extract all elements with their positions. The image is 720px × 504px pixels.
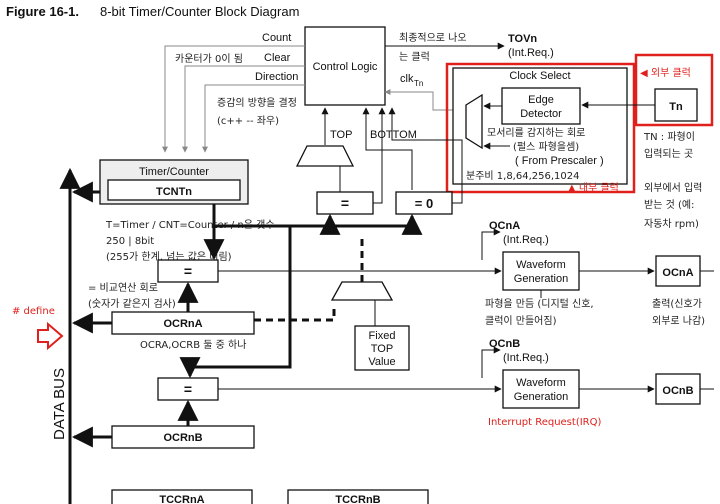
ext-note-3: 자동차 rpm) xyxy=(644,218,699,230)
clk-label: clk xyxy=(400,73,414,85)
external-clock-note: ◀ 외부 클럭 xyxy=(640,67,691,79)
ext-note-2: 받는 것 (예: xyxy=(644,199,694,211)
tn-highlight xyxy=(634,53,714,127)
prescaler-label: ( From Prescaler ) xyxy=(515,155,604,167)
internal-clock-note: ▲ 내부 클럭 xyxy=(568,182,619,194)
clock-mux xyxy=(465,93,483,150)
bottom-label: BOTTOM xyxy=(370,129,417,141)
eq-zero-signal xyxy=(388,107,463,204)
tcnt-note-2: 250 | 8bit xyxy=(106,236,154,247)
tcnt-note-1: T=Timer / CNT=Counter / n은 갯수 xyxy=(105,219,275,231)
top-select-mux xyxy=(295,145,355,167)
tccrna-label: TCCRnA xyxy=(159,494,204,504)
waveform-a-line-1: Waveform xyxy=(516,259,566,271)
counter-zero-note: 카운터가 0이 됨 xyxy=(175,53,243,65)
tccrnb-label: TCCRnB xyxy=(335,494,380,504)
fixed-top-line-2: TOP xyxy=(371,343,393,355)
ocnb-pin-label: OCnB xyxy=(662,385,693,397)
control-logic-label: Control Logic xyxy=(313,61,378,73)
compare-b-label: = xyxy=(184,381,192,397)
tn-note-2: 입력되는 곳 xyxy=(644,147,693,160)
figure-title: 8-bit Timer/Counter Block Diagram xyxy=(100,4,299,19)
control-logic-box xyxy=(304,26,386,106)
fixed-top-mux xyxy=(330,281,394,301)
waveform-b-box xyxy=(502,369,580,409)
eq-top-label: = xyxy=(341,195,349,211)
timer-counter-label: Timer/Counter xyxy=(139,166,209,178)
compare-a-label: = xyxy=(184,263,192,279)
define-note: # define xyxy=(12,306,55,317)
fixed-top-line-1: Fixed xyxy=(369,330,396,342)
tccrna-register xyxy=(111,489,253,504)
tcnt-to-eq-zero xyxy=(330,213,423,235)
clear-label: Clear xyxy=(264,52,291,64)
tn-note-1: TN : 파형이 xyxy=(643,131,695,143)
data-bus-label: DATA BUS xyxy=(51,368,68,440)
direction-note-1: 증감의 방향을 결정 xyxy=(217,97,297,109)
waveform-b-line-1: Waveform xyxy=(516,377,566,389)
waveform-a-note-2: 클럭이 만들어짐) xyxy=(485,315,557,327)
ocna-pin-label: OCnA xyxy=(662,267,693,279)
tov-note-1: 최종적으로 나오 xyxy=(399,32,467,44)
tcnt-register xyxy=(107,179,241,201)
tn-box xyxy=(654,88,698,122)
ocb-sub: (Int.Req.) xyxy=(503,352,549,364)
direction-line xyxy=(202,84,305,153)
direction-label: Direction xyxy=(255,71,298,83)
tov-sub: (Int.Req.) xyxy=(508,47,554,59)
top-label: TOP xyxy=(330,129,352,141)
clk-line xyxy=(384,89,466,111)
ocb-int-arrow xyxy=(481,346,501,378)
oca-sub: (Int.Req.) xyxy=(503,234,549,246)
edge-detector-label-1: Edge xyxy=(528,94,554,106)
edge-detector-label-2: Detector xyxy=(520,108,562,120)
compare-note-1: = 비교연산 회로 xyxy=(88,282,158,294)
output-note-1: 출력(신호가 xyxy=(652,298,702,310)
tov-note-2: 는 클럭 xyxy=(399,51,430,63)
oca-label: OCnA xyxy=(489,220,520,232)
irq-note: Interrupt Request(IRQ) xyxy=(488,417,601,428)
fixed-top-box xyxy=(354,325,410,371)
ocrnb-label: OCRnB xyxy=(163,432,202,444)
eq-top-signal xyxy=(373,107,386,204)
ocb-label: OCnB xyxy=(489,338,520,350)
tov-label: TOVn xyxy=(508,33,537,45)
waveform-a-box xyxy=(502,251,580,291)
ocr-pair-note: OCRA,OCRB 둘 중 하나 xyxy=(140,338,246,351)
count-label: Count xyxy=(262,32,291,44)
edge-note: 모서리를 감지하는 회로 xyxy=(487,126,585,139)
fixed-top-line-3: Value xyxy=(368,356,395,368)
tccrnb-register xyxy=(287,489,429,504)
waveform-a-note-1: 파형을 만듬 (디지털 신호, xyxy=(485,298,594,310)
pulse-note: (펄스 파형을셈) xyxy=(513,141,579,153)
define-arrow-icon xyxy=(37,321,64,351)
ocnb-pin xyxy=(655,373,701,405)
ocrna-label: OCRnA xyxy=(163,318,202,330)
tcnt-to-eq-top xyxy=(290,213,341,235)
compare-note-2: (숫자가 같은지 검사) xyxy=(88,298,176,310)
clock-select-title: Clock Select xyxy=(509,70,570,82)
waveform-a-line-2: Generation xyxy=(514,273,568,285)
divider-note: 분주비 1,8,64,256,1024 xyxy=(466,170,579,182)
output-note-2: 외부로 나감) xyxy=(652,315,705,327)
ext-note-1: 외부에서 입력 xyxy=(644,181,702,194)
eq-zero-label: = 0 xyxy=(415,196,433,211)
clk-sub: Tn xyxy=(414,79,423,88)
clear-line xyxy=(182,65,305,153)
waveform-b-line-2: Generation xyxy=(514,391,568,403)
bottom-arrow xyxy=(362,107,413,190)
ocra-top-dashed xyxy=(254,304,336,322)
tn-label: Tn xyxy=(669,101,683,113)
tcnt-label: TCNTn xyxy=(156,186,192,198)
direction-note-2: (c++ -- 좌우) xyxy=(217,115,279,127)
clock-select-highlight xyxy=(445,62,636,194)
count-line xyxy=(162,45,305,153)
figure-number: Figure 16-1. xyxy=(6,4,79,19)
oca-int-arrow xyxy=(481,228,501,260)
tcnt-to-cmp-b xyxy=(179,224,292,379)
